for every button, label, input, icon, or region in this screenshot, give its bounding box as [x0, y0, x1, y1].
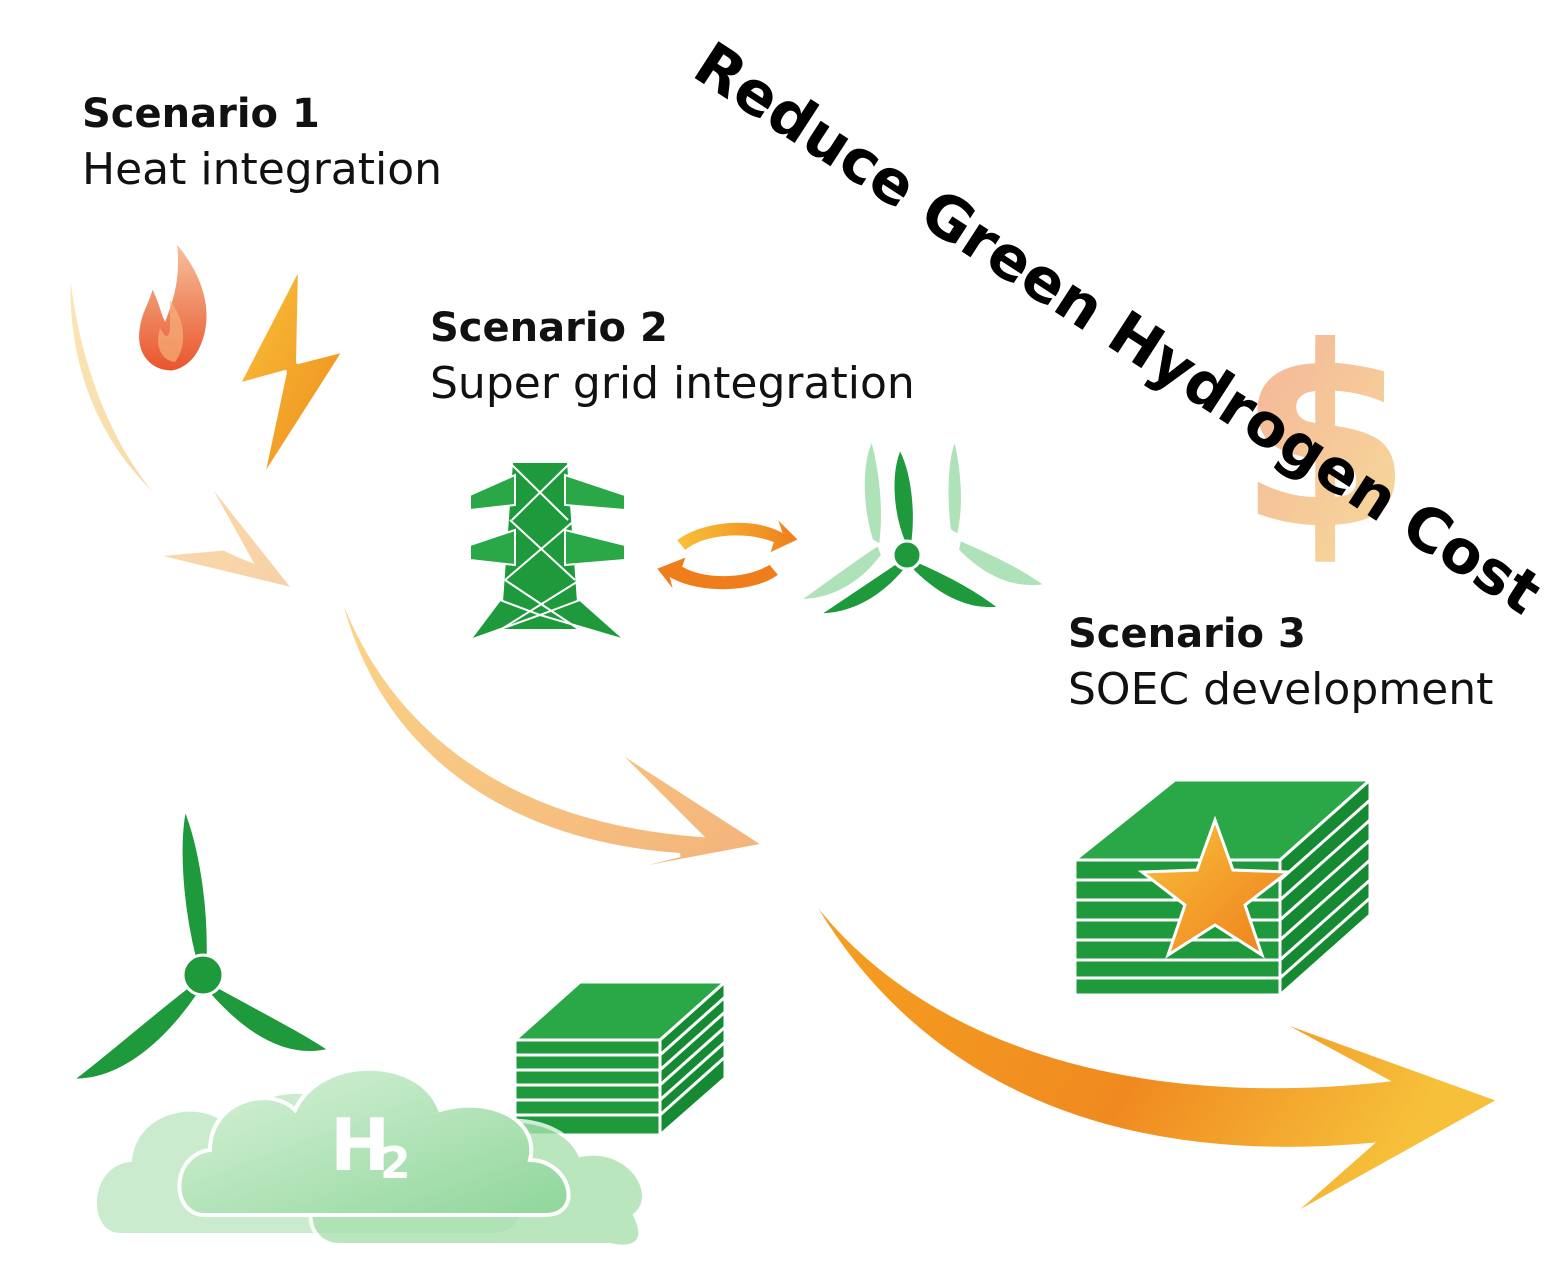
h2-subscript: 2 — [380, 1138, 411, 1189]
dollar-symbol: $ — [1238, 293, 1412, 584]
scenario-1-subtitle: Heat integration — [82, 144, 443, 195]
dollar-icon: $ — [1238, 293, 1412, 584]
wind-turbine-icon — [813, 444, 1004, 617]
flame-icon — [136, 235, 210, 374]
wind-turbine-large-icon — [67, 802, 334, 1082]
arrow-scenario-3 — [798, 878, 1505, 1222]
wind-turbine-faded-icon — [796, 436, 1048, 602]
power-pylon-icon — [467, 461, 626, 643]
scenario-2-title: Scenario 2 — [430, 305, 668, 351]
exchange-arrows-icon — [652, 513, 803, 596]
lightning-icon — [236, 263, 347, 482]
electrolyzer-stack-icon — [511, 978, 729, 1139]
scenario-3-subtitle: SOEC development — [1068, 664, 1494, 715]
hydrogen-cloud-icon — [92, 1066, 646, 1249]
arrow-scenario-1 — [66, 254, 301, 594]
scenario-3-title: Scenario 3 — [1068, 611, 1306, 657]
scenario-1-label: Scenario 1 Heat integration — [82, 88, 442, 200]
arrow-scenario-2 — [333, 574, 771, 882]
h2-label: H — [330, 1103, 390, 1187]
scenario-1-title: Scenario 1 — [82, 91, 320, 137]
scenario-2-label: Scenario 2 Super grid integration — [430, 302, 915, 414]
star-icon — [1137, 815, 1293, 959]
scenario-3-label: Scenario 3 SOEC development — [1068, 608, 1493, 720]
scenario-2-subtitle: Super grid integration — [430, 358, 915, 409]
